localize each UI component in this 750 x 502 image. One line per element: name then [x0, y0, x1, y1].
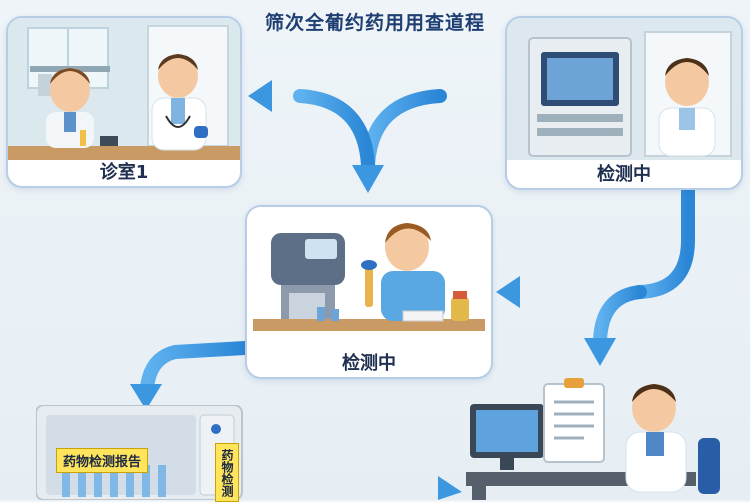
testing-top-caption: 检测中 [597, 164, 651, 185]
arrowhead-left-top [248, 80, 272, 112]
doctor-desk-illustration [466, 378, 720, 500]
doctor-figure [151, 54, 208, 151]
report-side-label: 药物检测 [215, 443, 239, 502]
testing-top-illustration [507, 18, 741, 160]
arrow-down-to-lab [361, 89, 447, 172]
report-title-label: 药物检测报告 [56, 448, 149, 473]
arrowhead-down-lab [352, 165, 384, 193]
arrow-right-down [633, 179, 695, 299]
technician-figure [361, 223, 445, 321]
clinic-illustration [8, 18, 240, 160]
node-testing-top: 检测中 [505, 16, 743, 190]
arrow-to-report [140, 341, 252, 395]
testing-lab-illustration [247, 207, 491, 347]
sample-tubes [62, 465, 166, 497]
diagram-title: 筛次全葡约药用用查道程 [264, 12, 485, 34]
arrowhead-left-mid [496, 276, 520, 308]
node-testing-lab: 检测中 [245, 205, 493, 379]
clinic-caption: 诊室1 [99, 162, 149, 183]
arrowhead-right-bottom [438, 476, 462, 500]
arrowhead-down-left [130, 384, 162, 410]
node-clinic: 诊室1 [6, 16, 242, 188]
lab-staff-figure [658, 58, 716, 157]
testing-lab-caption: 检测中 [342, 353, 396, 374]
arrowhead-down-right [584, 338, 616, 366]
reviewing-doctor-figure [625, 384, 687, 493]
